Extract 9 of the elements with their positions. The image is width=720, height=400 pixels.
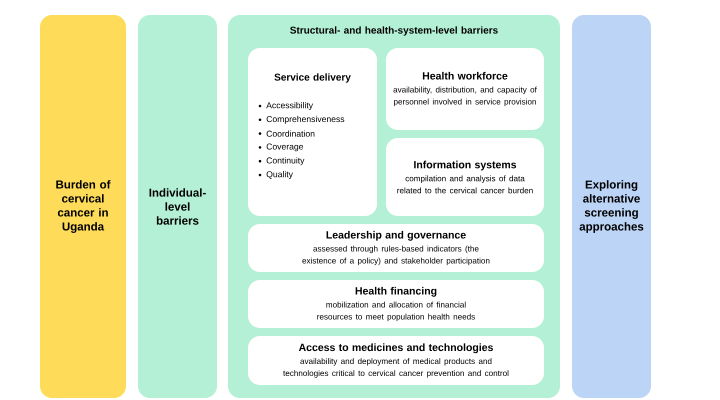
card: Service delivery Accessibility Comprehensiveness Coordination Coverage Continuity Quality: [248, 48, 377, 216]
card: Information systems compilation and analysis of data related to the cervical cancer burden: [386, 138, 544, 216]
column-box: Individual-level barriers: [138, 15, 217, 398]
card: Health financing mobilization and allocation of financial resources to meet population health needs: [248, 280, 544, 328]
card: Access to medicines and technologies availability and deployment of medical products and technologies critical to cervical cancer prevention and control: [248, 336, 544, 385]
column-box: Burden of cervical cancer in Uganda: [40, 15, 126, 398]
card: Health workforce availability, distribution, and capacity of personnel involved in service provision: [386, 48, 544, 130]
column-box: Exploring alternative screening approaches: [572, 15, 651, 398]
card: Leadership and governance assessed through rules-based indicators (the existence of a policy) and stakeholder participation: [248, 224, 544, 272]
